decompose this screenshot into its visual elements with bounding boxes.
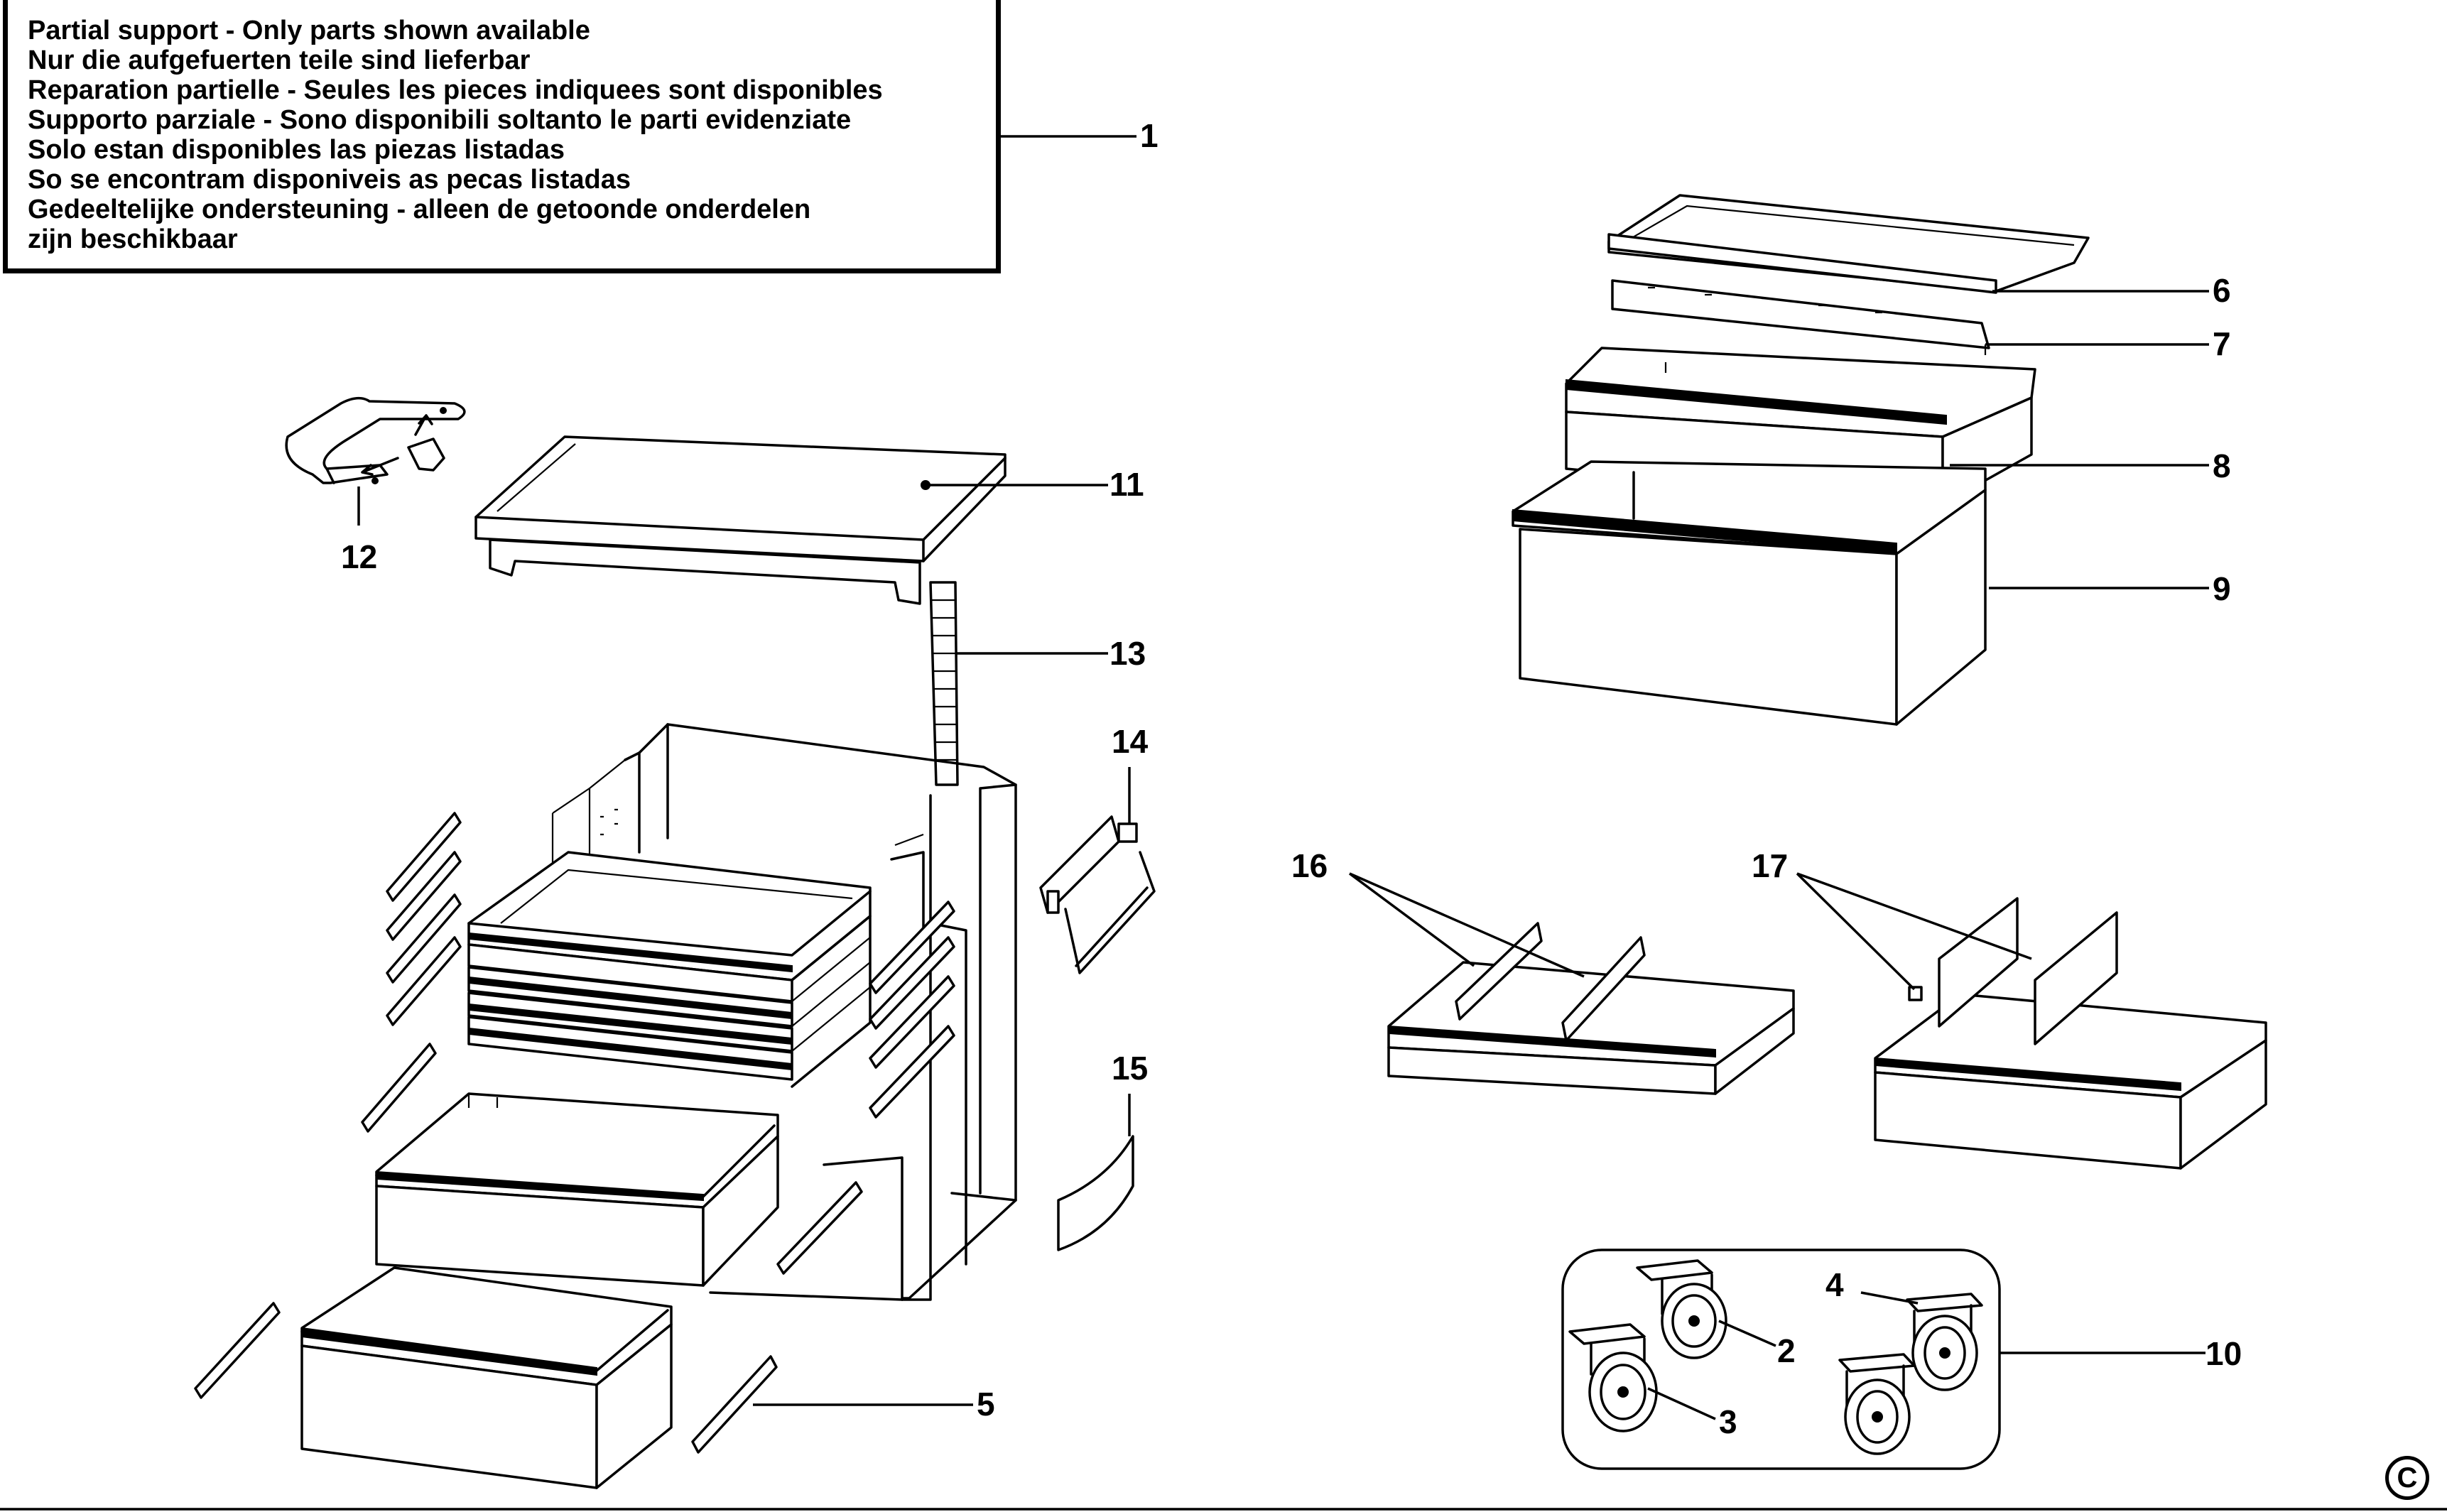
callout-10: 10 xyxy=(2000,1335,2242,1372)
svg-text:13: 13 xyxy=(1109,635,1146,672)
notice-box: Partial support - Only parts shown avail… xyxy=(3,0,1001,273)
svg-text:3: 3 xyxy=(1719,1403,1737,1440)
svg-text:5: 5 xyxy=(977,1386,995,1423)
callout-4: 4 xyxy=(1825,1266,1919,1305)
castor-2 xyxy=(1636,1259,1727,1359)
svg-text:8: 8 xyxy=(2213,447,2231,484)
castor-kit-part-10 xyxy=(1561,1249,2001,1470)
callout-2: 2 xyxy=(1718,1320,1796,1369)
notice-line-de: Nur die aufgefuerten teile sind lieferba… xyxy=(28,45,531,75)
svg-text:17: 17 xyxy=(1752,847,1788,884)
cabinet-body-part xyxy=(551,723,1017,1301)
castor-3 xyxy=(1568,1323,1658,1432)
svg-text:2: 2 xyxy=(1777,1332,1796,1369)
frame-part-6 xyxy=(1607,194,2090,294)
slide-part-5 xyxy=(691,1355,778,1454)
callout-16: 16 xyxy=(1291,847,1585,978)
callout-5: 5 xyxy=(753,1386,995,1423)
svg-text:10: 10 xyxy=(2205,1335,2242,1372)
castor-4b xyxy=(1838,1353,1916,1455)
notice-line-nl-cont: zijn beschikbaar xyxy=(28,224,238,254)
svg-text:12: 12 xyxy=(341,538,377,575)
svg-text:11: 11 xyxy=(1109,466,1144,503)
callout-12: 12 xyxy=(341,486,377,575)
notice-line-en: Partial support - Only parts shown avail… xyxy=(28,16,590,45)
curved-panel-part-15 xyxy=(1057,1135,1134,1251)
top-lid-part xyxy=(474,435,1007,605)
svg-text:14: 14 xyxy=(1112,723,1149,760)
tray-part-7 xyxy=(1611,279,1990,349)
svg-text:7: 7 xyxy=(2213,325,2231,362)
notice-line-fr: Reparation partielle - Seules les pieces… xyxy=(28,75,883,105)
callout-7: 7 xyxy=(1985,325,2231,362)
castor-4a xyxy=(1906,1293,1983,1391)
notice-line-es: Solo estan disponibles las piezas listad… xyxy=(28,135,565,165)
svg-text:9: 9 xyxy=(2213,570,2231,607)
bracket-part-14 xyxy=(1039,815,1156,974)
callout-17: 17 xyxy=(1752,847,2032,991)
svg-text:16: 16 xyxy=(1291,847,1328,884)
callout-3: 3 xyxy=(1647,1387,1737,1440)
middle-drawer-part xyxy=(375,1092,779,1287)
bottom-drawer-part xyxy=(300,1266,673,1489)
notice-line-pt: So se encontram disponiveis as pecas lis… xyxy=(28,165,631,195)
callout-15: 15 xyxy=(1112,1050,1148,1136)
svg-text:4: 4 xyxy=(1825,1266,1844,1303)
drawer-slides-left xyxy=(194,812,462,1399)
svg-text:1: 1 xyxy=(1140,117,1159,154)
svg-text:6: 6 xyxy=(2213,272,2231,309)
callout-6: 6 xyxy=(1992,272,2231,309)
notice-line-it: Supporto parziale - Sono disponibili sol… xyxy=(28,105,852,135)
chain-part xyxy=(929,581,959,786)
drawer-dividers-part-16 xyxy=(1387,922,1795,1095)
callout-9: 9 xyxy=(1989,570,2231,607)
svg-text:15: 15 xyxy=(1112,1050,1148,1087)
callout-1: 1 xyxy=(1001,117,1159,154)
callout-14: 14 xyxy=(1112,723,1149,824)
drawer-stack-part xyxy=(467,851,872,1088)
callout-11: 11 xyxy=(926,466,1144,503)
callout-8: 8 xyxy=(1950,447,2231,484)
handle-part xyxy=(285,396,466,484)
drawer-slides-right xyxy=(776,901,955,1275)
drawer-part-9 xyxy=(1512,460,1987,726)
notice-line-nl: Gedeeltelijke ondersteuning - alleen de … xyxy=(28,195,811,224)
copyright-symbol: C xyxy=(2385,1456,2429,1500)
drawer-partitions-part-17 xyxy=(1874,897,2267,1170)
callout-13: 13 xyxy=(955,635,1146,672)
